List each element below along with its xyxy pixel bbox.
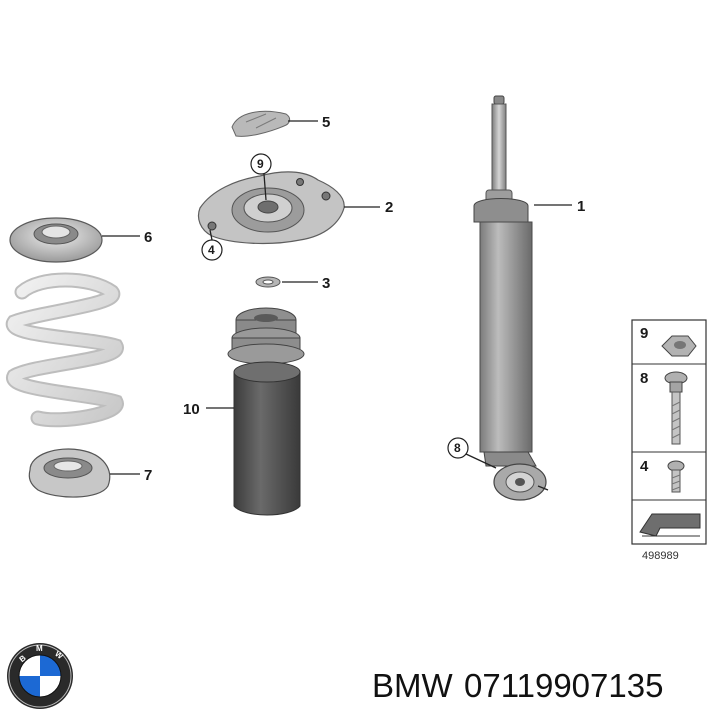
legend-number: 9 <box>640 325 648 342</box>
callout-10: 10 <box>183 401 200 418</box>
callout-1: 1 <box>577 198 585 215</box>
callout-8-group: 8 <box>447 437 497 469</box>
legend-number: 8 <box>640 370 648 387</box>
callout-9-group: 9 <box>250 153 272 201</box>
callout-5: 5 <box>322 114 330 131</box>
dust-cap-part: 5 <box>231 110 330 137</box>
bmw-logo: B M W <box>7 643 73 709</box>
top-mount-part: 2 <box>197 171 393 245</box>
washer-part: 3 <box>255 275 330 292</box>
svg-text:B: B <box>18 653 28 664</box>
shock-absorber-part: 1 <box>473 95 585 501</box>
legend-number: 4 <box>640 458 649 475</box>
legend-row-screw: 4 <box>640 458 685 493</box>
legend-row-bolt: 8 <box>640 370 688 445</box>
callout-4: 4 <box>208 243 215 257</box>
caption-part-number: 07119907135 <box>464 667 663 704</box>
diagram-id: 498989 <box>642 550 679 562</box>
svg-text:M: M <box>36 644 43 653</box>
callout-6: 6 <box>144 229 152 246</box>
svg-text:W: W <box>53 649 65 661</box>
caption-brand: BMW <box>372 667 454 704</box>
callout-8: 8 <box>454 441 461 455</box>
front-direction-arrow <box>639 513 701 537</box>
callout-7: 7 <box>144 467 152 484</box>
callout-4-group: 4 <box>201 229 223 261</box>
legend-row-nut: 9 <box>640 325 697 357</box>
callout-3: 3 <box>322 275 330 292</box>
hardware-legend: 9 8 4 <box>631 319 707 545</box>
upper-spring-seat-part: 6 <box>9 217 152 263</box>
callout-9: 9 <box>257 157 264 171</box>
bump-stop-boot-part: 10 <box>183 307 305 516</box>
lower-spring-pad-part: 7 <box>28 448 152 498</box>
coil-spring-part <box>5 272 124 428</box>
callout-2: 2 <box>385 199 393 216</box>
